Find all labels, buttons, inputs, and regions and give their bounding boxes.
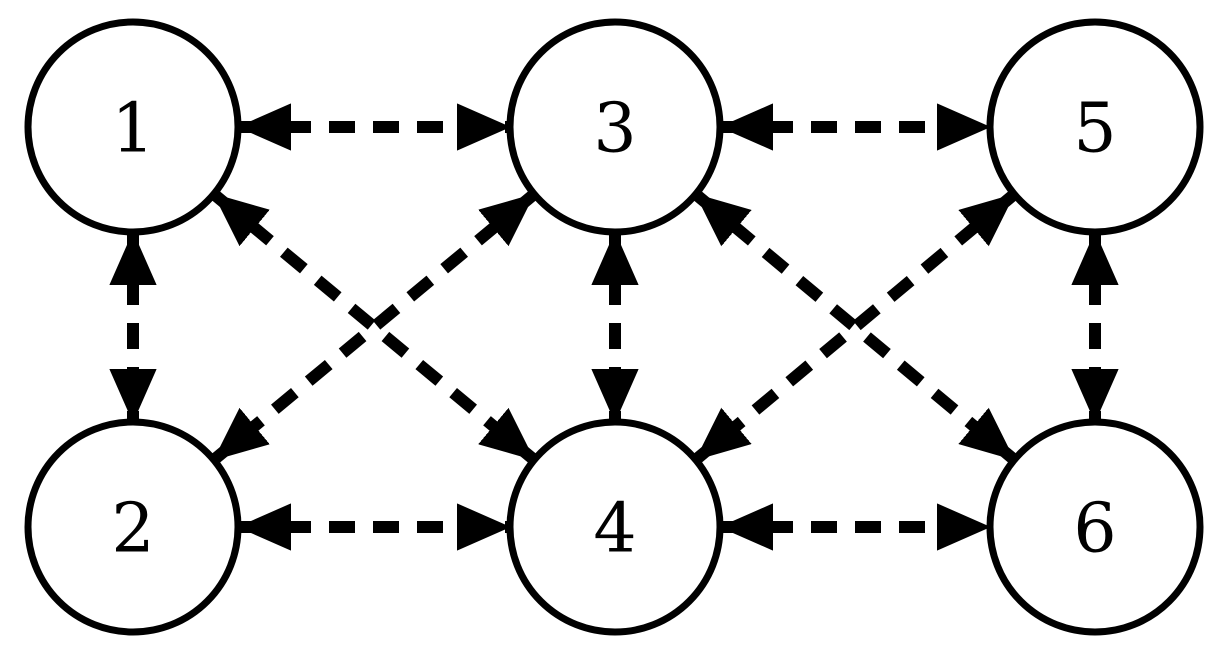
edges-layer: [133, 127, 1095, 527]
node-label: 2: [111, 490, 154, 569]
node-circle: [986, 18, 1204, 236]
node-label: 1: [111, 90, 154, 169]
node-1: 1: [24, 18, 242, 236]
node-label: 3: [593, 90, 636, 169]
node-circle: [24, 18, 242, 236]
node-circle: [506, 18, 724, 236]
node-5: 5: [986, 18, 1204, 236]
edge-3-2: [212, 191, 536, 463]
node-label: 6: [1073, 490, 1116, 569]
node-2: 2: [24, 418, 242, 636]
node-4: 4: [506, 418, 724, 636]
nodes-layer: 1 2 3 4 5 6: [24, 18, 1204, 636]
node-circle: [986, 418, 1204, 636]
node-6: 6: [986, 418, 1204, 636]
node-circle: [506, 418, 724, 636]
edge-5-4: [694, 191, 1016, 463]
node-3: 3: [506, 18, 724, 236]
node-label: 4: [593, 490, 636, 569]
node-circle: [24, 418, 242, 636]
node-label: 5: [1073, 90, 1116, 169]
